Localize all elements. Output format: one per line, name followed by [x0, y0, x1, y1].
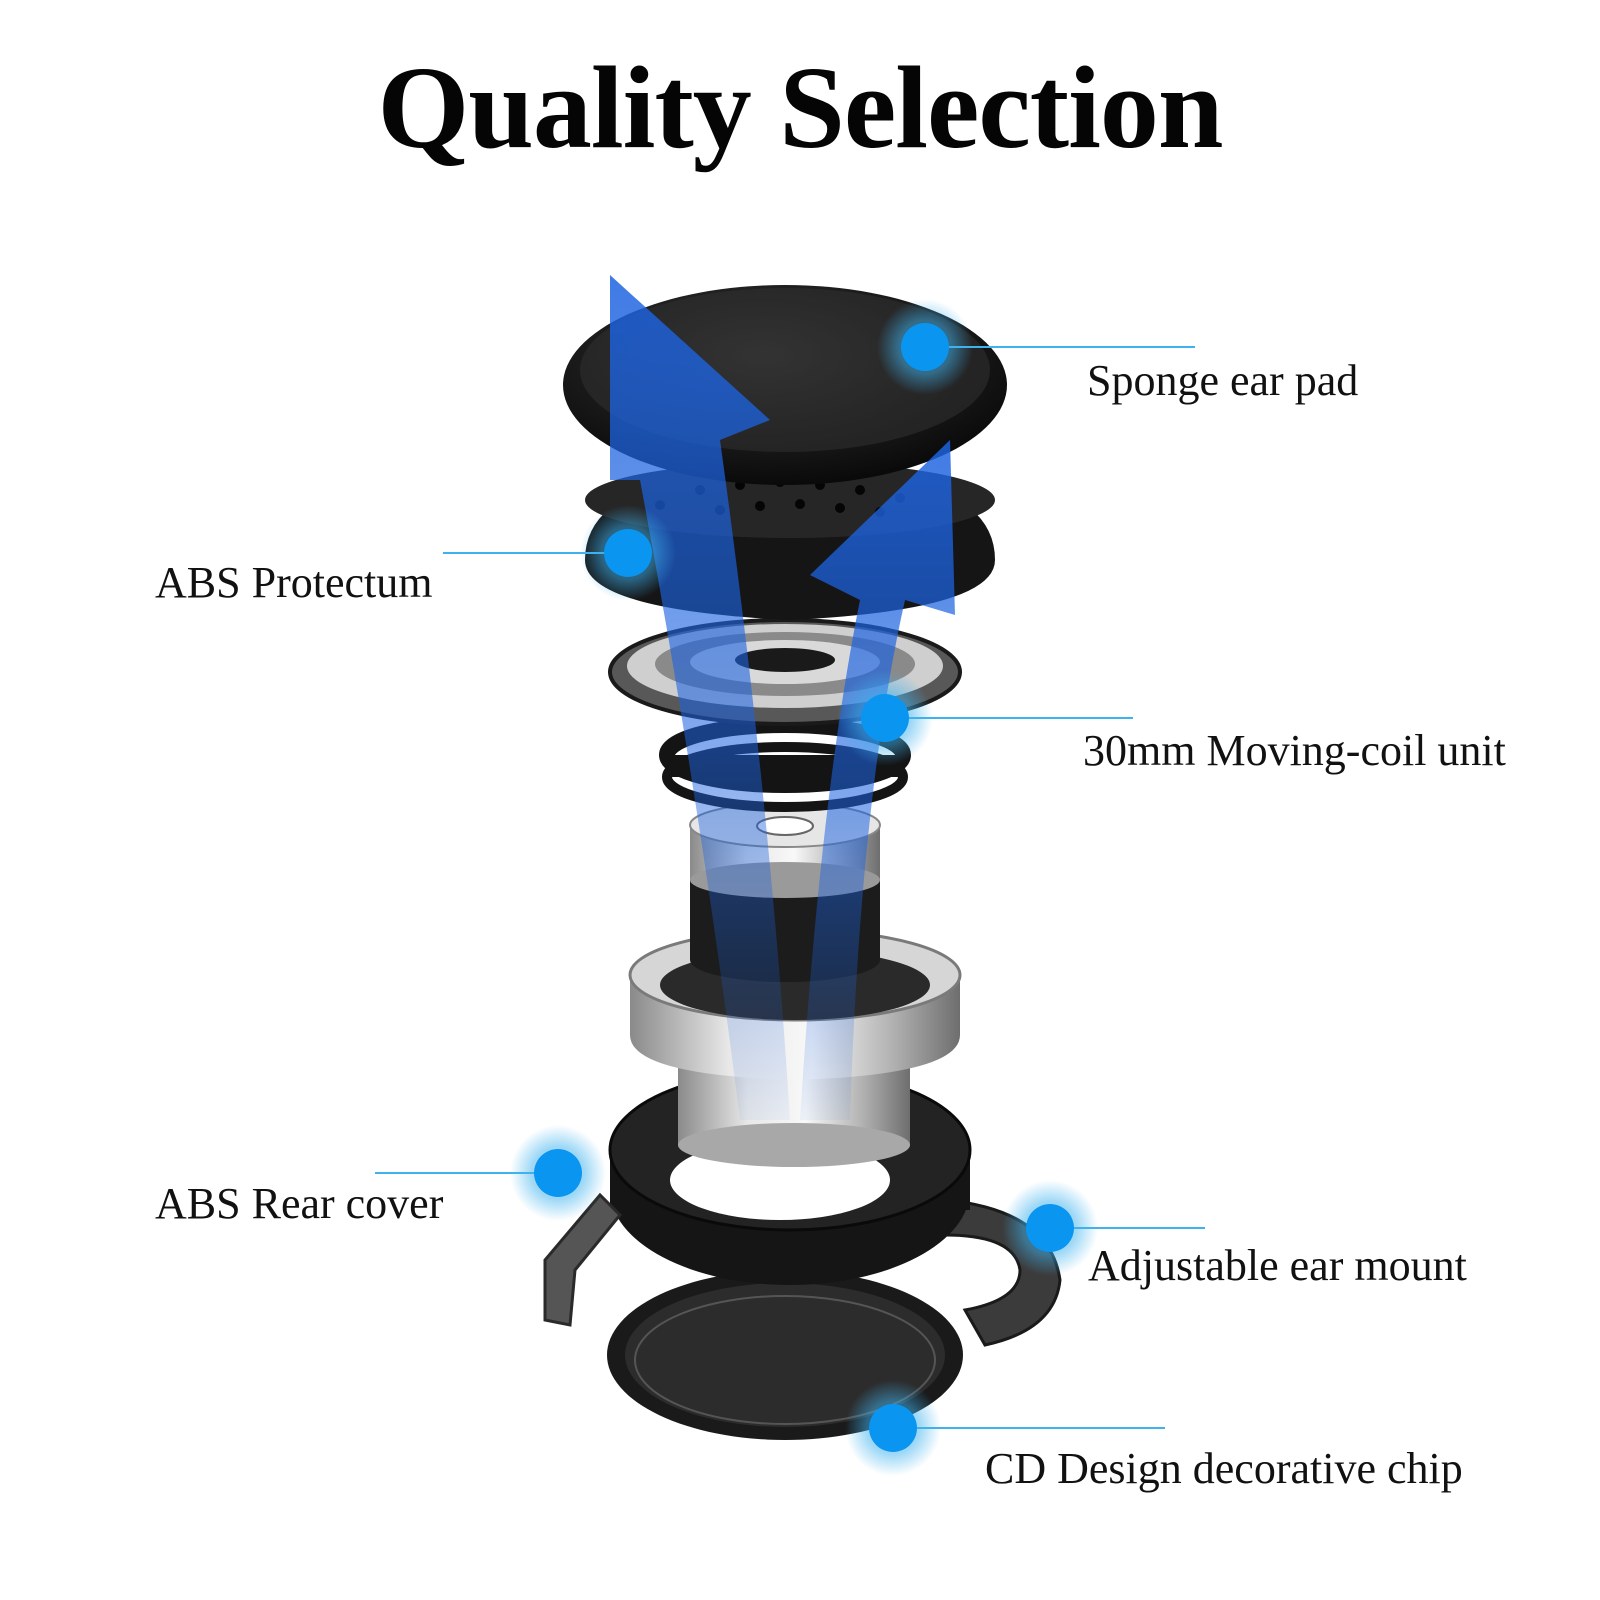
marker-dot-cd-design-chip — [869, 1404, 917, 1452]
marker-dot-abs-protectum — [604, 529, 652, 577]
label-abs-protectum: ABS Protectum — [155, 558, 433, 607]
marker-dot-adjustable-ear-mount — [1026, 1204, 1074, 1252]
marker-dot-sponge-ear-pad — [901, 323, 949, 371]
label-sponge-ear-pad: Sponge ear pad — [1087, 356, 1359, 405]
marker-dot-abs-rear-cover — [534, 1149, 582, 1197]
marker-dot-moving-coil-unit — [861, 694, 909, 742]
label-adjustable-ear-mount: Adjustable ear mount — [1088, 1241, 1467, 1290]
metal-housing — [628, 928, 962, 1167]
airflow-arrow-1 — [610, 275, 790, 1120]
label-moving-coil-unit: 30mm Moving-coil unit — [1083, 726, 1506, 775]
airflow-arrows — [610, 275, 955, 1120]
page-title: Quality Selection — [377, 42, 1223, 173]
callout-markers — [375, 299, 1205, 1476]
label-cd-design-chip: CD Design decorative chip — [985, 1444, 1463, 1493]
airflow-arrow-2 — [800, 440, 955, 1120]
label-abs-rear-cover: ABS Rear cover — [155, 1179, 444, 1228]
